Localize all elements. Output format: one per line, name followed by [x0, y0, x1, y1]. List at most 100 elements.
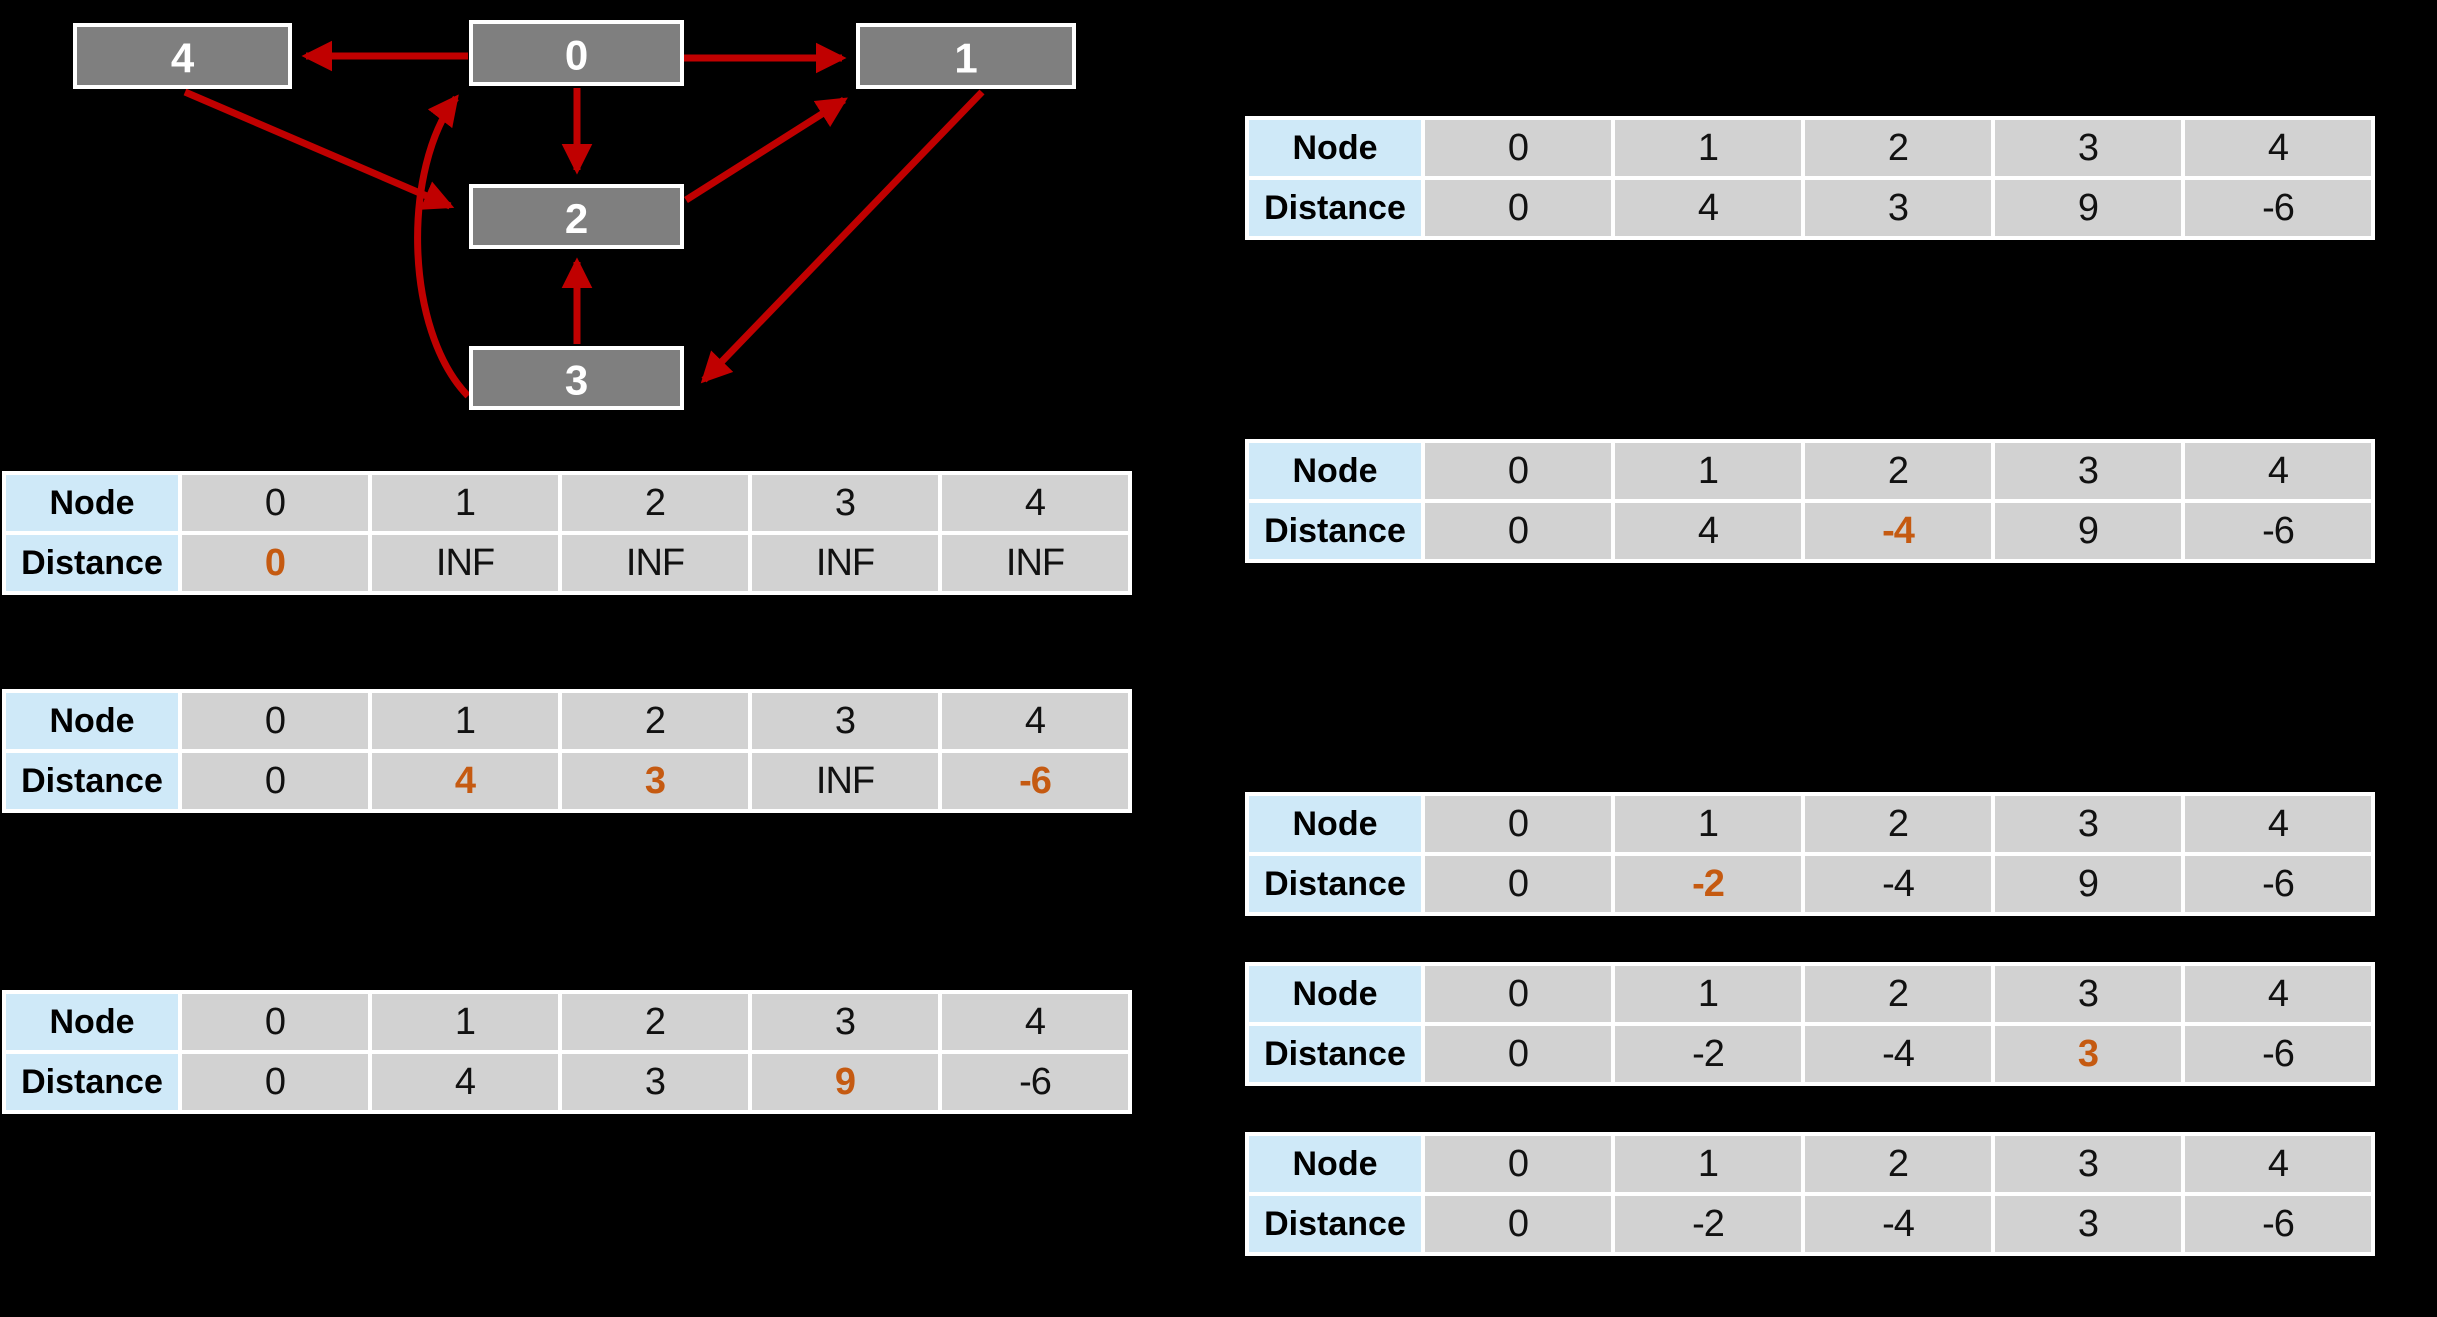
- distance-value-cell: 3: [1991, 1192, 2185, 1256]
- node-id-cell: 1: [368, 990, 562, 1054]
- graph-node-box: [73, 23, 292, 89]
- node-id-cell: 0: [1421, 962, 1615, 1026]
- node-id-cell: 4: [2181, 116, 2375, 180]
- node-id-cell: 4: [2181, 439, 2375, 503]
- graph-node-label: 2: [565, 195, 588, 242]
- graph-node-box: [856, 23, 1076, 89]
- node-id-cell: 0: [178, 689, 372, 753]
- distance-value-cell: 0: [1421, 499, 1615, 563]
- node-id-cell: 0: [1421, 116, 1615, 180]
- distance-row-header: Distance: [1245, 176, 1425, 240]
- node-id-cell: 2: [1801, 439, 1995, 503]
- node-id-cell: 1: [1611, 1132, 1805, 1196]
- distance-row-header: Distance: [2, 1050, 182, 1114]
- node-id-cell: 2: [558, 990, 752, 1054]
- node-id-cell: 1: [368, 471, 562, 535]
- graph-node-box: [469, 346, 684, 410]
- distance-value-cell: 3: [558, 1050, 752, 1114]
- distance-value-cell: -2: [1611, 1022, 1805, 1086]
- node-row-header: Node: [1245, 962, 1425, 1026]
- node-id-cell: 2: [1801, 962, 1995, 1026]
- graph-nodes: 4 0 1 2 3: [73, 20, 1076, 410]
- graph-edges: [183, 40, 985, 399]
- distance-value-cell: 4: [1611, 499, 1805, 563]
- distance-value-cell: 3: [1801, 176, 1995, 240]
- node-row-header: Node: [1245, 792, 1425, 856]
- graph-node-box: [469, 184, 684, 249]
- node-id-cell: 3: [1991, 962, 2185, 1026]
- distance-value-cell: 9: [1991, 499, 2185, 563]
- graph-edge-3-to-0: [414, 94, 471, 399]
- node-id-cell: 2: [1801, 792, 1995, 856]
- distance-value-cell: -6: [938, 1050, 1132, 1114]
- node-row-header: Node: [1245, 439, 1425, 503]
- distance-value-cell: 3: [558, 749, 752, 813]
- graph-edge-1-to-3: [700, 89, 985, 384]
- distance-value-cell: INF: [938, 531, 1132, 595]
- node-row-header: Node: [2, 689, 182, 753]
- graph-edge-4-to-2: [183, 88, 455, 210]
- node-id-cell: 1: [1611, 792, 1805, 856]
- node-id-cell: 3: [1991, 1132, 2185, 1196]
- distance-value-cell: -4: [1801, 1192, 1995, 1256]
- node-id-cell: 1: [1611, 116, 1805, 180]
- node-id-cell: 1: [368, 689, 562, 753]
- graph-node-3: 3: [469, 346, 684, 410]
- node-id-cell: 2: [1801, 1132, 1995, 1196]
- graph-node-2: 2: [469, 184, 684, 249]
- node-id-cell: 4: [938, 689, 1132, 753]
- distance-value-cell: -6: [938, 749, 1132, 813]
- distance-value-cell: 0: [1421, 852, 1615, 916]
- distance-value-cell: INF: [368, 531, 562, 595]
- node-id-cell: 4: [938, 990, 1132, 1054]
- node-row-header: Node: [2, 471, 182, 535]
- distance-value-cell: -4: [1801, 499, 1995, 563]
- distance-row-header: Distance: [2, 749, 182, 813]
- distance-value-cell: 0: [1421, 1192, 1615, 1256]
- node-id-cell: 4: [938, 471, 1132, 535]
- distance-value-cell: -2: [1611, 1192, 1805, 1256]
- node-id-cell: 4: [2181, 1132, 2375, 1196]
- node-row-header: Node: [2, 990, 182, 1054]
- node-id-cell: 0: [1421, 792, 1615, 856]
- node-row-header: Node: [1245, 1132, 1425, 1196]
- node-id-cell: 3: [1991, 792, 2185, 856]
- node-id-cell: 2: [558, 471, 752, 535]
- node-id-cell: 0: [1421, 1132, 1615, 1196]
- distance-row-header: Distance: [1245, 852, 1425, 916]
- node-id-cell: 0: [178, 471, 372, 535]
- distance-row-header: Distance: [2, 531, 182, 595]
- node-id-cell: 2: [558, 689, 752, 753]
- graph-node-label: 3: [565, 357, 588, 404]
- distance-row-header: Distance: [1245, 1192, 1425, 1256]
- distance-value-cell: -4: [1801, 852, 1995, 916]
- node-id-cell: 3: [1991, 116, 2185, 180]
- graph-node-1: 1: [856, 23, 1076, 89]
- graph-node-label: 0: [565, 32, 588, 79]
- distance-value-cell: 0: [178, 531, 372, 595]
- distance-value-cell: 4: [368, 749, 562, 813]
- graph-node-label: 4: [171, 35, 195, 82]
- distance-value-cell: 9: [1991, 176, 2185, 240]
- distance-row-header: Distance: [1245, 1022, 1425, 1086]
- graph-node-4: 4: [73, 23, 292, 89]
- node-id-cell: 1: [1611, 439, 1805, 503]
- distance-value-cell: -6: [2181, 1192, 2375, 1256]
